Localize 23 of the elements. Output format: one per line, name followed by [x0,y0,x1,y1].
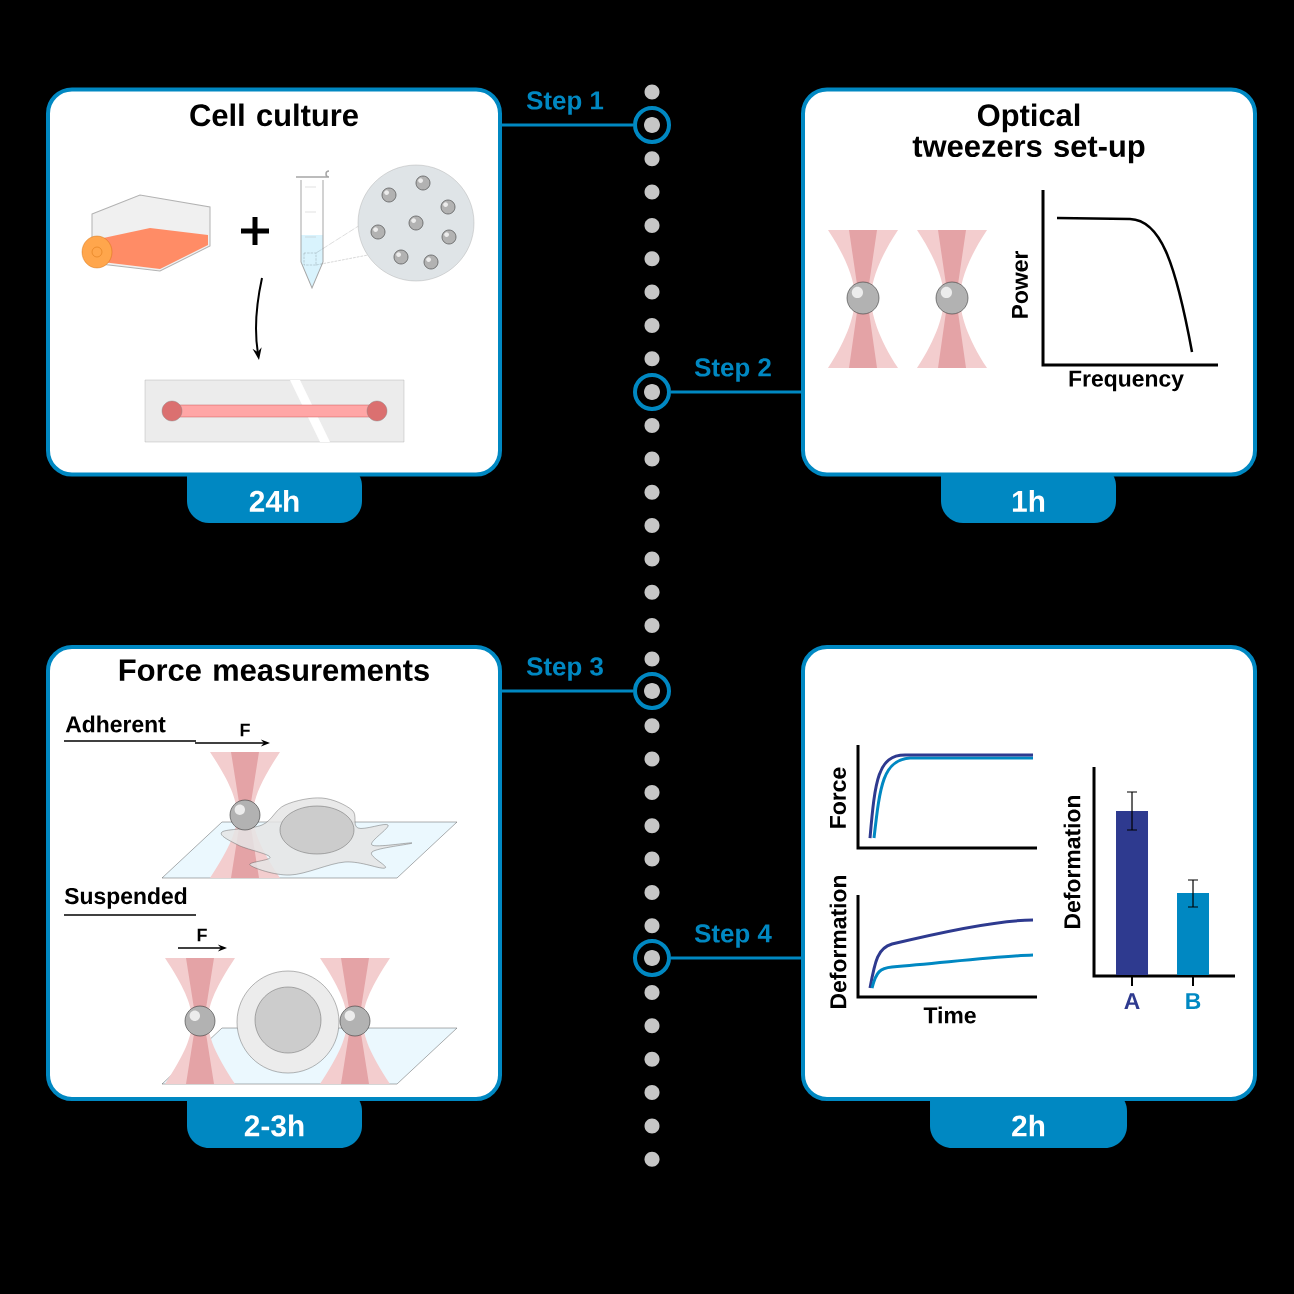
connector-line [502,689,633,693]
step-label: Step 2 [693,357,773,383]
step-label: Step 1 [525,90,605,116]
panel-title: Cell culture [190,103,358,127]
panel-title: Force measurements [119,659,429,682]
axis-label: Time [923,1006,976,1024]
connector-line [671,956,801,960]
axis-label: Deformation [829,875,847,1008]
step-label: Step 4 [693,923,773,949]
category-label: A [1124,993,1140,1009]
connector-line [671,390,801,394]
connector-line [502,123,633,127]
section-heading: Suspended [63,887,197,916]
axis-label: Force [830,767,846,828]
force-label: F [240,723,250,737]
section-heading: Adherent [63,715,197,742]
panel-title: Optical tweezers set-up [912,103,1145,164]
axis-label: Frequency [1069,370,1184,392]
force-label: F [197,928,207,942]
step-label: Step 3 [525,656,605,682]
axis-label: Power [1012,250,1028,318]
category-label: B [1186,993,1201,1009]
axis-label: Deformation [1063,795,1081,928]
